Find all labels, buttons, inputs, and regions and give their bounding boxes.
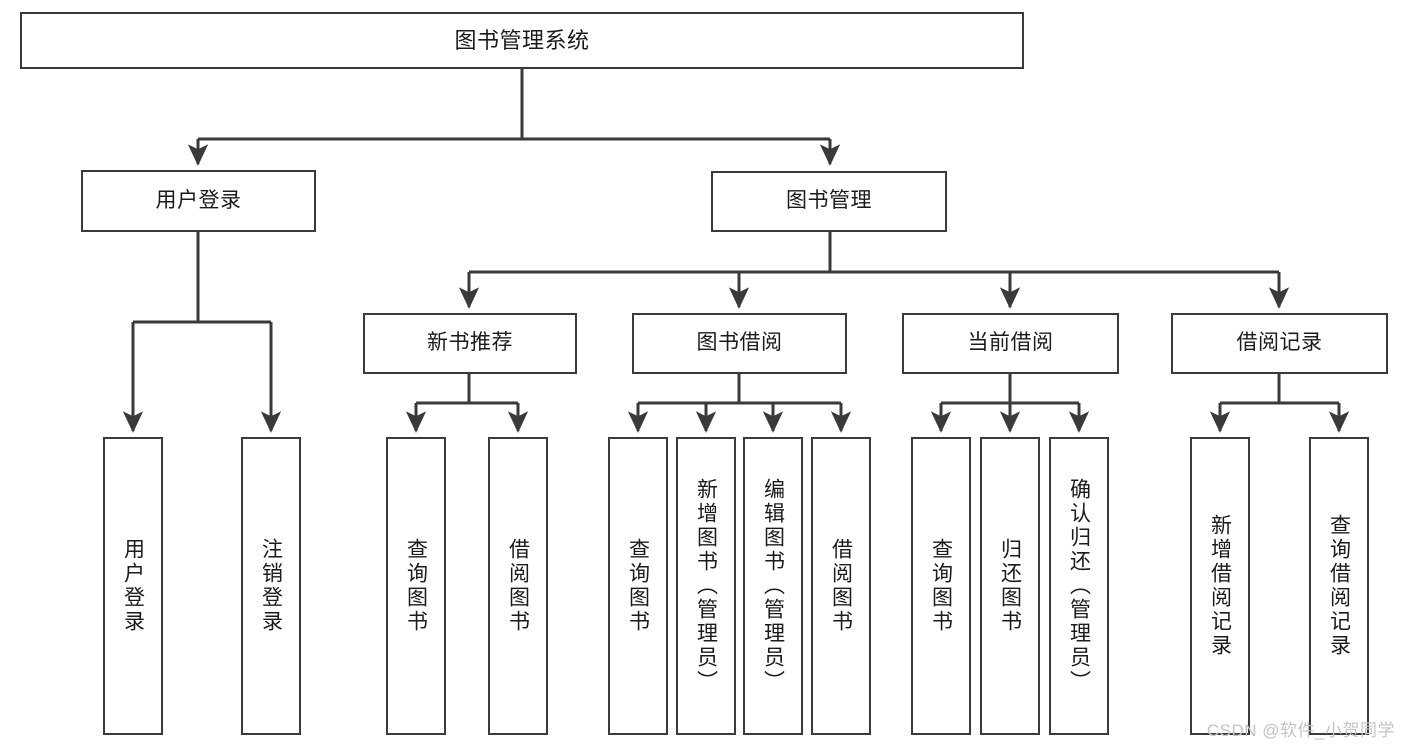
leaf-return-book[interactable]: 归还图书 (980, 437, 1040, 735)
node-label: 图书管理 (786, 189, 872, 213)
node-label: 用户登录 (121, 538, 145, 634)
node-label: 查询图书 (929, 538, 953, 634)
leaf-borrow-book-recommend[interactable]: 借阅图书 (488, 437, 548, 735)
node-user-login[interactable]: 用户登录 (81, 170, 316, 232)
leaf-borrow-book[interactable]: 借阅图书 (811, 437, 871, 735)
leaf-user-logout[interactable]: 注销登录 (241, 437, 301, 735)
leaf-query-book-borrow[interactable]: 查询图书 (608, 437, 668, 735)
node-label: 编辑图书（管理员） (761, 478, 785, 694)
node-label: 借阅图书 (829, 538, 853, 634)
node-book-management[interactable]: 图书管理 (711, 171, 947, 232)
node-label: 归还图书 (998, 538, 1022, 634)
node-label: 图书借阅 (696, 331, 783, 355)
node-label: 查询图书 (626, 538, 650, 634)
leaf-user-login[interactable]: 用户登录 (103, 437, 163, 735)
node-label: 新增图书（管理员） (694, 478, 718, 694)
node-root-book-management-system[interactable]: 图书管理系统 (20, 12, 1024, 69)
node-label: 注销登录 (259, 538, 283, 634)
csdn-watermark: CSDN @软件_小贺同学 (1206, 721, 1395, 740)
node-label: 新增借阅记录 (1208, 514, 1232, 658)
leaf-edit-book-admin[interactable]: 编辑图书（管理员） (743, 437, 803, 735)
node-label: 新书推荐 (427, 331, 513, 355)
leaf-add-borrow-record[interactable]: 新增借阅记录 (1190, 437, 1250, 735)
node-label: 用户登录 (155, 188, 242, 212)
node-new-book-recommend[interactable]: 新书推荐 (363, 313, 577, 374)
node-label: 借阅图书 (506, 538, 530, 634)
node-label: 当前借阅 (967, 331, 1054, 355)
node-current-borrow[interactable]: 当前借阅 (902, 313, 1119, 374)
node-label: 确认归还（管理员） (1067, 478, 1091, 694)
node-label: 查询图书 (404, 538, 428, 634)
node-borrow-record[interactable]: 借阅记录 (1171, 313, 1388, 374)
node-label: 查询借阅记录 (1327, 514, 1351, 658)
node-label: 借阅记录 (1236, 331, 1323, 355)
node-label: 图书管理系统 (454, 27, 590, 53)
leaf-query-book-current[interactable]: 查询图书 (911, 437, 971, 735)
leaf-query-borrow-record[interactable]: 查询借阅记录 (1309, 437, 1369, 735)
node-book-borrow[interactable]: 图书借阅 (632, 313, 847, 374)
leaf-confirm-return-admin[interactable]: 确认归还（管理员） (1049, 437, 1109, 735)
leaf-add-book-admin[interactable]: 新增图书（管理员） (676, 437, 736, 735)
leaf-query-book-recommend[interactable]: 查询图书 (386, 437, 446, 735)
